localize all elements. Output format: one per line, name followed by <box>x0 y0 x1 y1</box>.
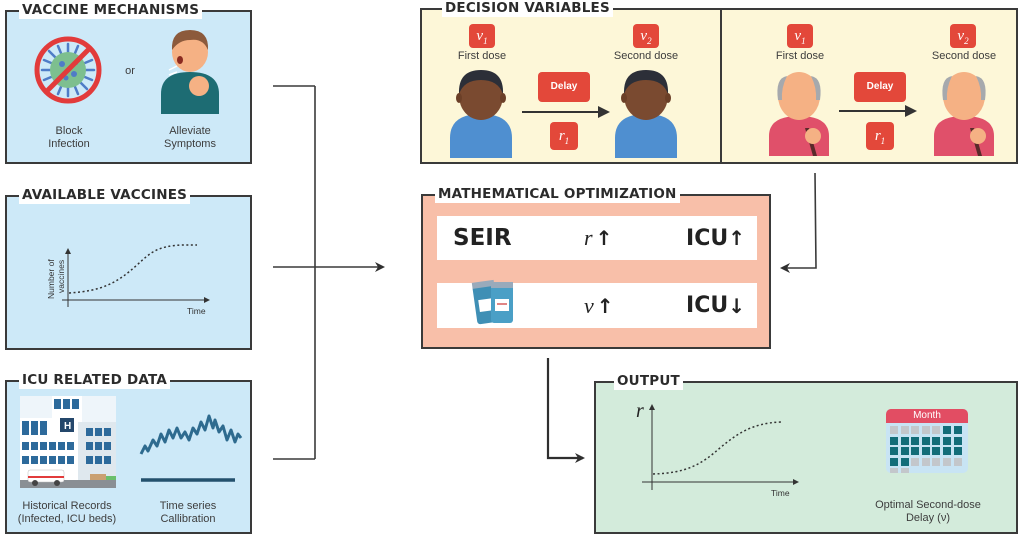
rate-increase: r ↑ <box>584 216 612 260</box>
time-series-line <box>141 416 241 454</box>
second-dose-tag: v2 <box>950 24 976 48</box>
calendar-day <box>901 426 909 434</box>
time-series-icon <box>139 408 239 488</box>
calendar-day <box>943 458 951 466</box>
mathematical-optimization-title: MATHEMATICAL OPTIMIZATION <box>435 185 680 203</box>
calendar-day-selected <box>954 426 962 434</box>
calendar-day-selected <box>954 447 962 455</box>
calendar-day <box>901 468 909 473</box>
decision-group-young: v1 First dose Delay r1 v2 Second dose <box>422 10 720 162</box>
vaccine-supply-curve <box>69 245 197 293</box>
icu-decrease: ICU ↓ <box>686 283 745 328</box>
calendar-day-selected <box>901 458 909 466</box>
available-vaccines-title: AVAILABLE VACCINES <box>19 186 190 204</box>
decision-to-optimization-connector <box>782 173 816 268</box>
delay-arrow <box>522 106 612 118</box>
calendar-day-selected <box>890 458 898 466</box>
calendar-day-selected <box>932 447 940 455</box>
calendar-day <box>922 458 930 466</box>
coughing-person-icon <box>157 28 223 114</box>
optimal-delay-caption: Optimal Second-dose Delay (ν) <box>864 499 992 525</box>
delay-label: Delay <box>854 72 906 102</box>
calendar-icon: Month <box>886 409 968 473</box>
x-axis-label: Time <box>187 306 206 316</box>
hospital-sign: H <box>64 421 71 432</box>
seir-model-label: SEIR <box>453 216 512 260</box>
arrow-up-icon: ↑ <box>728 226 745 250</box>
elderly-person-first-dose-icon <box>769 70 829 156</box>
optimal-delay-chart: r Time <box>626 395 806 505</box>
first-dose-tag: v1 <box>787 24 813 48</box>
calendar-day-selected <box>932 437 940 445</box>
young-person-second-dose-icon <box>615 66 677 158</box>
icu-related-data-panel: ICU RELATED DATA H Historical Reco <box>5 380 252 534</box>
vaccine-vials-icon <box>471 279 517 324</box>
second-dose-tag: v2 <box>633 24 659 48</box>
decision-group-elderly: v1 First dose Delay r1 v2 Second dose <box>722 10 1018 162</box>
left-bracket-connector <box>273 86 383 459</box>
calendar-day-selected <box>943 437 951 445</box>
calendar-day-selected <box>954 437 962 445</box>
second-dose-label: Second dose <box>602 50 690 63</box>
calendar-day-selected <box>890 437 898 445</box>
y-axis-label: r <box>636 400 644 422</box>
calendar-day-selected <box>901 437 909 445</box>
y-axis-label-line1: Number of <box>46 259 56 299</box>
or-connector-text: or <box>120 65 140 78</box>
vaccine-mechanisms-panel: VACCINE MECHANISMS or Block Infection Al… <box>5 10 252 164</box>
young-person-first-dose-icon <box>450 66 512 158</box>
calendar-day-selected <box>890 447 898 455</box>
calendar-day <box>954 458 962 466</box>
calendar-day <box>890 468 898 473</box>
alleviate-symptoms-caption: Alleviate Symptoms <box>149 125 231 151</box>
elderly-person-second-dose-icon <box>934 70 994 156</box>
y-axis-label-line2: vaccines <box>56 260 66 293</box>
arrow-up-icon: ↑ <box>597 294 614 318</box>
optimization-row-vaccine: v ↑ ICU ↓ <box>437 283 757 328</box>
block-infection-caption: Block Infection <box>30 125 108 151</box>
optimization-to-output-connector <box>548 358 583 458</box>
mathematical-optimization-panel: MATHEMATICAL OPTIMIZATION SEIR r ↑ ICU ↑… <box>421 194 771 349</box>
rate-tag: r1 <box>866 122 894 150</box>
calendar-header: Month <box>886 409 968 423</box>
vaccine-mechanisms-title: VACCINE MECHANISMS <box>19 1 202 19</box>
delay-arrow <box>839 105 919 117</box>
icu-increase: ICU ↑ <box>686 216 745 260</box>
rate-tag: r1 <box>550 122 578 150</box>
calendar-day <box>932 458 940 466</box>
first-dose-tag: v1 <box>469 24 495 48</box>
time-series-calibration-caption: Time series Callibration <box>140 500 236 526</box>
output-title: OUTPUT <box>614 372 683 390</box>
x-axis-label: Time <box>771 488 790 498</box>
calendar-day <box>890 426 898 434</box>
available-vaccines-panel: AVAILABLE VACCINES Time Number of vaccin… <box>5 195 252 350</box>
first-dose-label: First dose <box>760 50 840 63</box>
calendar-day-selected <box>911 437 919 445</box>
delay-increase: v ↑ <box>584 283 614 328</box>
calendar-day <box>911 458 919 466</box>
calendar-day <box>911 426 919 434</box>
arrow-down-icon: ↓ <box>728 294 745 318</box>
calendar-day-selected <box>911 447 919 455</box>
no-virus-icon <box>32 34 104 106</box>
second-dose-label: Second dose <box>920 50 1008 63</box>
output-panel: OUTPUT r Time Month Optimal Second-dose … <box>594 381 1018 534</box>
historical-records-caption: Historical Records (Infected, ICU beds) <box>7 500 127 526</box>
delay-label: Delay <box>538 72 590 102</box>
icu-related-data-title: ICU RELATED DATA <box>19 371 170 389</box>
calendar-day-selected <box>943 426 951 434</box>
calendar-day-selected <box>901 447 909 455</box>
arrow-up-icon: ↑ <box>596 226 613 250</box>
calendar-day-selected <box>922 447 930 455</box>
first-dose-label: First dose <box>442 50 522 63</box>
optimization-row-seir: SEIR r ↑ ICU ↑ <box>437 216 757 260</box>
vaccine-supply-chart: Time Number of vaccines <box>32 207 232 337</box>
rate-curve <box>653 422 781 474</box>
calendar-day <box>932 426 940 434</box>
decision-variables-panel: DECISION VARIABLES v1 First dose Delay r… <box>420 8 1018 164</box>
calendar-day-selected <box>922 437 930 445</box>
calendar-day-selected <box>943 447 951 455</box>
hospital-icon: H <box>20 396 116 488</box>
calendar-day <box>922 426 930 434</box>
